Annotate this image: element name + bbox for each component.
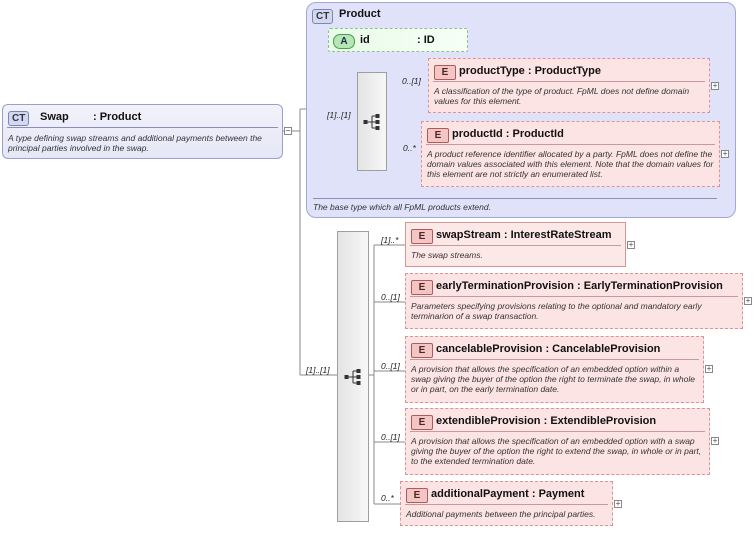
complex-type-badge: CT — [8, 111, 30, 126]
product-sequence-compositor[interactable] — [357, 72, 387, 171]
element-badge: E — [411, 343, 433, 358]
element-divider — [410, 245, 621, 246]
element-earlyTerminationProvision[interactable]: E earlyTerminationProvision : EarlyTermi… — [405, 273, 743, 329]
element-type: : ProductId — [505, 128, 564, 140]
swap-name: Swap — [40, 111, 69, 123]
element-additionalPayment[interactable]: E additionalPayment : Payment Additional… — [400, 481, 613, 526]
expand-icon[interactable]: + — [711, 81, 719, 90]
element-cardinality: 0..[1] — [381, 361, 400, 371]
swap-complex-type[interactable]: CT Swap : Product A type defining swap s… — [2, 104, 283, 159]
element-documentation: A classification of the type of product.… — [434, 86, 690, 106]
element-cancelableProvision[interactable]: E cancelableProvision : CancelableProvis… — [405, 336, 704, 403]
complex-type-badge: CT — [312, 9, 334, 24]
expand-icon[interactable]: + — [627, 240, 635, 249]
element-cardinality: 0..[1] — [381, 432, 400, 442]
element-name: extendibleProvision — [436, 415, 541, 427]
element-cardinality: 0..* — [403, 143, 416, 153]
element-documentation: A product reference identifier allocated… — [427, 149, 714, 179]
element-cardinality: [1]..* — [381, 235, 399, 245]
element-type: : EarlyTerminationProvision — [577, 280, 723, 292]
element-documentation: The swap streams. — [411, 250, 483, 260]
element-header: productType : ProductType — [459, 64, 601, 78]
sequence-icon — [363, 113, 380, 130]
expand-icon[interactable]: + — [711, 436, 719, 445]
element-badge: E — [406, 488, 428, 503]
element-type: : ExtendibleProvision — [543, 415, 657, 427]
swap-sequence-cardinality: [1]..[1] — [306, 365, 330, 375]
element-type: : ProductType — [527, 65, 601, 77]
element-swapStream[interactable]: E swapStream : InterestRateStream The sw… — [405, 222, 626, 267]
swap-divider — [7, 127, 278, 128]
element-header: additionalPayment : Payment — [431, 487, 584, 501]
element-divider — [405, 504, 608, 505]
element-badge: E — [434, 65, 456, 80]
expand-icon[interactable]: + — [721, 149, 729, 158]
element-header: productId : ProductId — [452, 127, 564, 141]
attribute-type: : ID — [417, 34, 435, 46]
element-documentation: A provision that allows the specificatio… — [411, 364, 695, 394]
expand-icon[interactable]: + — [744, 296, 752, 305]
product-name: Product — [339, 8, 381, 20]
element-productId[interactable]: E productId : ProductId A product refere… — [421, 121, 720, 187]
element-badge: E — [411, 229, 433, 244]
element-divider — [410, 431, 705, 432]
product-sequence-cardinality: [1]..[1] — [327, 110, 351, 120]
element-cardinality: 0..[1] — [381, 292, 400, 302]
swap-type: : Product — [93, 111, 142, 123]
element-type: : Payment — [531, 488, 585, 500]
element-documentation: Parameters specifying provisions relatin… — [411, 301, 702, 321]
element-type: : CancelableProvision — [545, 343, 661, 355]
element-documentation: Additional payments between the principa… — [406, 509, 596, 519]
element-header: swapStream : InterestRateStream — [436, 228, 611, 242]
element-header: extendibleProvision : ExtendibleProvisio… — [436, 414, 656, 428]
element-name: productType — [459, 65, 525, 77]
element-name: productId — [452, 128, 503, 140]
attribute-name: id — [360, 34, 370, 46]
element-extendibleProvision[interactable]: E extendibleProvision : ExtendibleProvis… — [405, 408, 710, 475]
attribute-id[interactable]: A id : ID — [328, 28, 468, 52]
element-name: additionalPayment — [431, 488, 529, 500]
element-divider — [433, 81, 705, 82]
element-name: cancelableProvision — [436, 343, 543, 355]
element-cardinality: 0..* — [381, 493, 394, 503]
element-divider — [410, 359, 699, 360]
element-name: earlyTerminationProvision — [436, 280, 574, 292]
attribute-badge: A — [333, 34, 355, 49]
swap-documentation: A type defining swap streams and additio… — [8, 133, 262, 153]
product-documentation: The base type which all FpML products ex… — [313, 202, 491, 212]
expand-icon[interactable]: + — [705, 364, 713, 373]
sequence-icon — [344, 368, 361, 385]
element-cardinality: 0..[1] — [402, 76, 421, 86]
swap-collapse-toggle[interactable]: − — [284, 126, 292, 135]
element-productType[interactable]: E productType : ProductType A classifica… — [428, 58, 710, 113]
element-divider — [410, 296, 738, 297]
element-name: swapStream — [436, 229, 501, 241]
element-header: earlyTerminationProvision : EarlyTermina… — [436, 279, 723, 293]
expand-icon[interactable]: + — [614, 499, 622, 508]
element-header: cancelableProvision : CancelableProvisio… — [436, 342, 660, 356]
product-divider — [313, 198, 717, 199]
element-badge: E — [411, 415, 433, 430]
element-badge: E — [411, 280, 433, 295]
swap-sequence-compositor[interactable] — [337, 231, 369, 522]
element-type: : InterestRateStream — [503, 229, 612, 241]
element-divider — [426, 144, 715, 145]
element-documentation: A provision that allows the specificatio… — [411, 436, 702, 466]
element-badge: E — [427, 128, 449, 143]
